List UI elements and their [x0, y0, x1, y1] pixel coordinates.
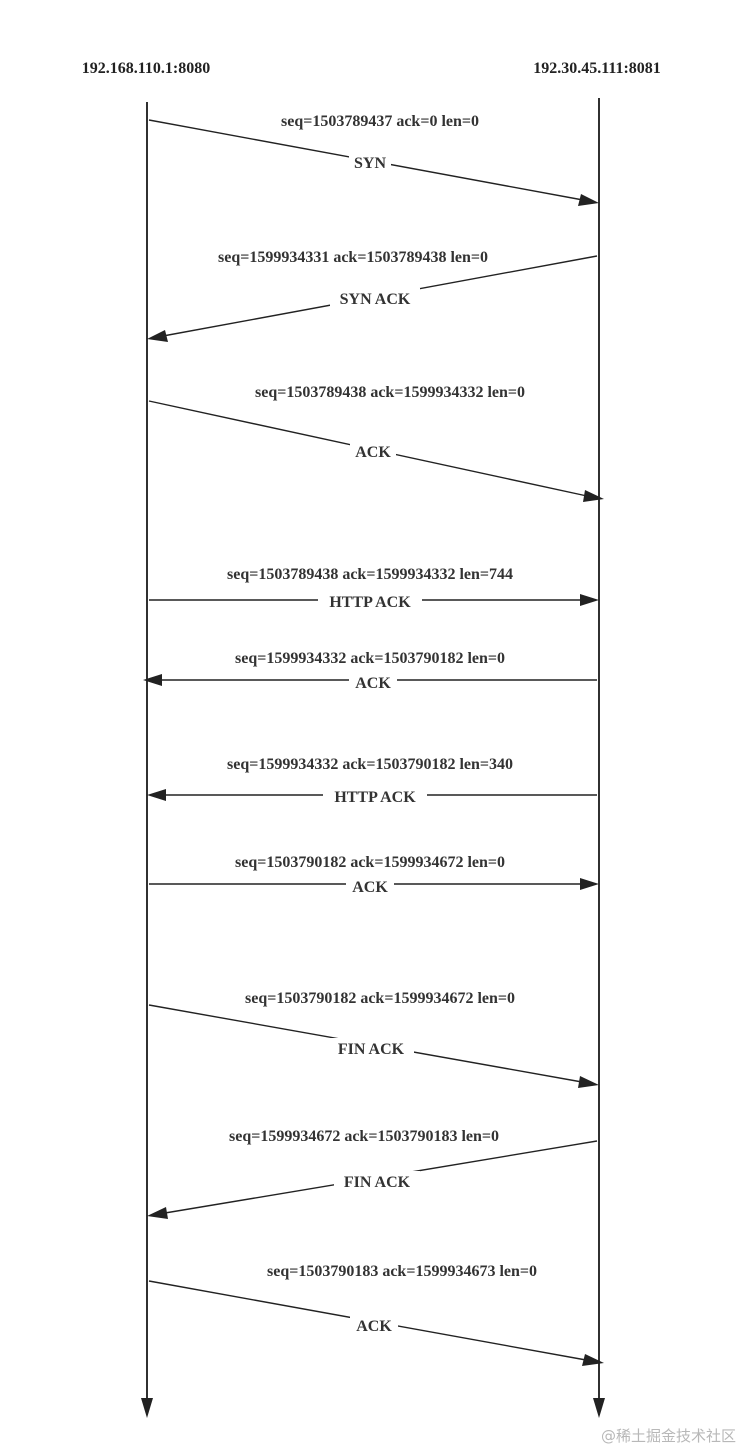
message-ack-final-data: seq=1503790182 ack=1599934672 len=0 ACK	[149, 854, 599, 896]
message-fin-ack-client: seq=1503790182 ack=1599934672 len=0 FIN …	[148, 990, 599, 1088]
message-arrowhead	[147, 330, 168, 342]
message-flag-label: HTTP ACK	[329, 594, 411, 611]
message-seq-label: seq=1599934332 ack=1503790182 len=0	[235, 650, 505, 667]
message-http-ack-request: seq=1503789438 ack=1599934332 len=744 HT…	[149, 566, 599, 611]
message-arrowhead	[147, 1207, 168, 1219]
message-arrowhead	[580, 594, 599, 606]
message-flag-label: SYN ACK	[340, 291, 411, 308]
message-ack: seq=1503789438 ack=1599934332 len=0 ACK	[148, 384, 604, 502]
message-arrowhead	[147, 789, 166, 801]
message-http-ack-response: seq=1599934332 ack=1503790182 len=340 HT…	[147, 756, 597, 806]
message-seq-label: seq=1599934672 ack=1503790183 len=0	[229, 1128, 499, 1145]
message-seq-label: seq=1599934332 ack=1503790182 len=340	[227, 756, 513, 773]
server-lifeline-arrow	[593, 1398, 605, 1418]
message-flag-label: ACK	[352, 879, 388, 896]
message-seq-label: seq=1503789438 ack=1599934332 len=744	[227, 566, 513, 583]
message-seq-label: seq=1503790182 ack=1599934672 len=0	[245, 990, 515, 1007]
message-arrowhead	[582, 1354, 604, 1366]
message-arrowhead	[580, 878, 599, 890]
server-host-label: 192.30.45.111:8081	[533, 60, 661, 77]
message-flag-label: ACK	[355, 675, 391, 692]
message-flag-label: ACK	[356, 1318, 392, 1335]
message-arrowhead	[143, 674, 162, 686]
message-seq-label: seq=1503789437 ack=0 len=0	[281, 113, 479, 130]
client-host-label: 192.168.110.1:8080	[82, 60, 210, 77]
message-flag-label: FIN ACK	[344, 1174, 411, 1191]
message-ack-response: seq=1599934332 ack=1503790182 len=0 ACK	[143, 650, 597, 692]
message-arrowhead	[578, 194, 599, 206]
message-flag-label: SYN	[354, 155, 386, 172]
message-fin-ack-server: seq=1599934672 ack=1503790183 len=0 FIN …	[147, 1128, 598, 1219]
message-seq-label: seq=1599934331 ack=1503789438 len=0	[218, 249, 488, 266]
message-seq-label: seq=1503790183 ack=1599934673 len=0	[267, 1263, 537, 1280]
message-seq-label: seq=1503789438 ack=1599934332 len=0	[255, 384, 525, 401]
client-lifeline-arrow	[141, 1398, 153, 1418]
message-flag-label: FIN ACK	[338, 1041, 405, 1058]
message-arrowhead	[578, 1076, 599, 1088]
message-arrowhead	[583, 490, 604, 502]
message-seq-label: seq=1503790182 ack=1599934672 len=0	[235, 854, 505, 871]
message-syn-ack: seq=1599934331 ack=1503789438 len=0 SYN …	[147, 249, 598, 342]
message-syn: seq=1503789437 ack=0 len=0 SYN	[148, 113, 599, 206]
message-flag-label: ACK	[355, 444, 391, 461]
message-flag-label: HTTP ACK	[334, 789, 416, 806]
message-ack-close: seq=1503790183 ack=1599934673 len=0 ACK	[148, 1263, 604, 1366]
watermark-text: @稀土掘金技术社区	[601, 1427, 736, 1445]
